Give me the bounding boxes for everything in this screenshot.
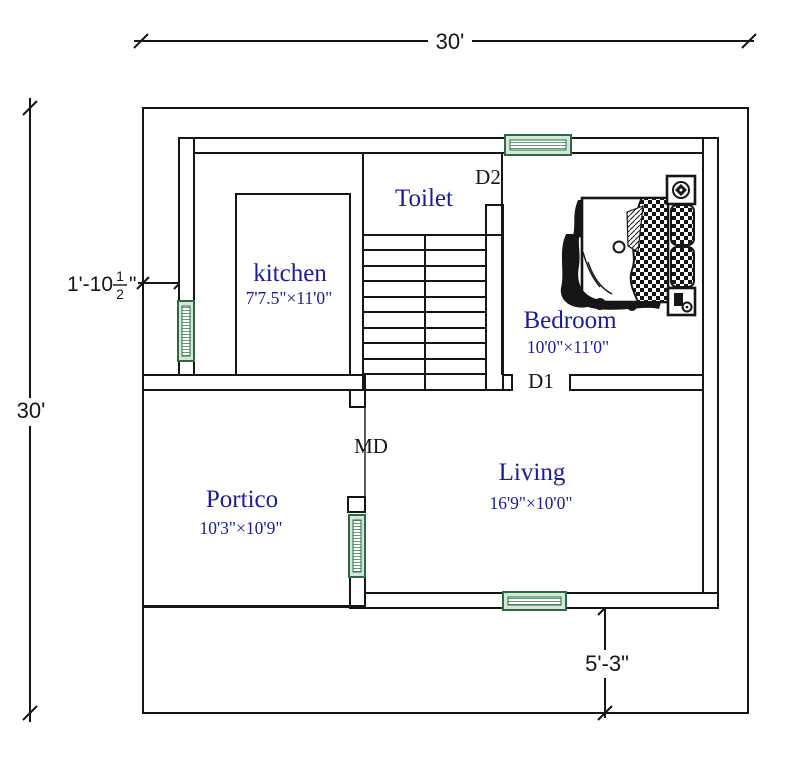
window-living-bottom (502, 591, 567, 611)
nightstand-top (665, 174, 697, 206)
nightstand-object (674, 293, 683, 306)
wall-bedroom-bottom (569, 374, 704, 391)
wall-right (702, 137, 719, 609)
kitchen-inner-boundary (235, 193, 351, 375)
lamp-icon (679, 188, 683, 192)
bedroom-size-label: 10'0"×11'0" (527, 337, 609, 357)
bedroom-label: Bedroom (523, 307, 617, 334)
left-setback-whole: 1'-10 (67, 273, 113, 296)
nightstand-lamp-icon (685, 305, 689, 309)
wall-portico-top (142, 374, 366, 391)
door-md-jamb-top (349, 389, 366, 408)
dim-tick (133, 33, 149, 49)
bed-button (612, 240, 626, 254)
wall-below-portico-window (349, 574, 366, 609)
door-md-jamb-bottom (347, 496, 366, 513)
left-setback-unit: " (129, 273, 136, 296)
window-left (177, 300, 195, 362)
living-size-label: 16'9"×10'0" (490, 493, 573, 513)
sheet-fold (587, 261, 613, 295)
bed (560, 174, 697, 317)
dimension-top-width: 30' (133, 29, 757, 54)
kitchen-size-label: 7'7.5"×11'0" (246, 288, 333, 308)
lamp-icon (672, 181, 690, 199)
living-label: Living (499, 459, 566, 486)
door-d1-label: D1 (528, 369, 554, 393)
nightstand-bottom (666, 286, 697, 317)
dimension-bottom-setback: 5'-3" (585, 600, 629, 721)
bed-shading (627, 301, 637, 311)
left-height-label: 30' (17, 398, 46, 423)
door-md-label: MD (354, 434, 388, 458)
staircase (363, 235, 486, 391)
window-portico (348, 514, 366, 578)
door-d2-label: D2 (475, 165, 501, 189)
left-setback-frac-numerator: 1 (116, 268, 124, 284)
bottom-setback-label: 5'-3" (585, 651, 629, 676)
portico-size-label: 10'3"×10'9" (200, 518, 283, 538)
portico-label: Portico (206, 486, 278, 513)
top-width-label: 30' (436, 29, 465, 54)
bed-shading (594, 298, 606, 310)
left-setback-frac-denominator: 2 (116, 286, 124, 302)
sheet-fold (582, 251, 601, 288)
plot-boundary (142, 107, 749, 714)
wall-stairs-bedroom (485, 204, 504, 391)
dimension-left-setback: 1'-10 1 2 " (67, 268, 187, 302)
kitchen-label: kitchen (253, 260, 327, 287)
pillow (670, 204, 695, 246)
bed-blanket-fold (626, 205, 644, 253)
toilet-label: Toilet (395, 185, 453, 212)
pillow (670, 246, 695, 288)
bed-shading (573, 200, 583, 238)
door-d1-jamb (502, 374, 513, 391)
dim-tick (22, 100, 38, 116)
dimension-left-height: 30' (17, 98, 46, 722)
window-top (504, 134, 572, 156)
dim-tick (22, 705, 38, 721)
wall-top (178, 137, 719, 154)
dim-tick (741, 33, 757, 49)
